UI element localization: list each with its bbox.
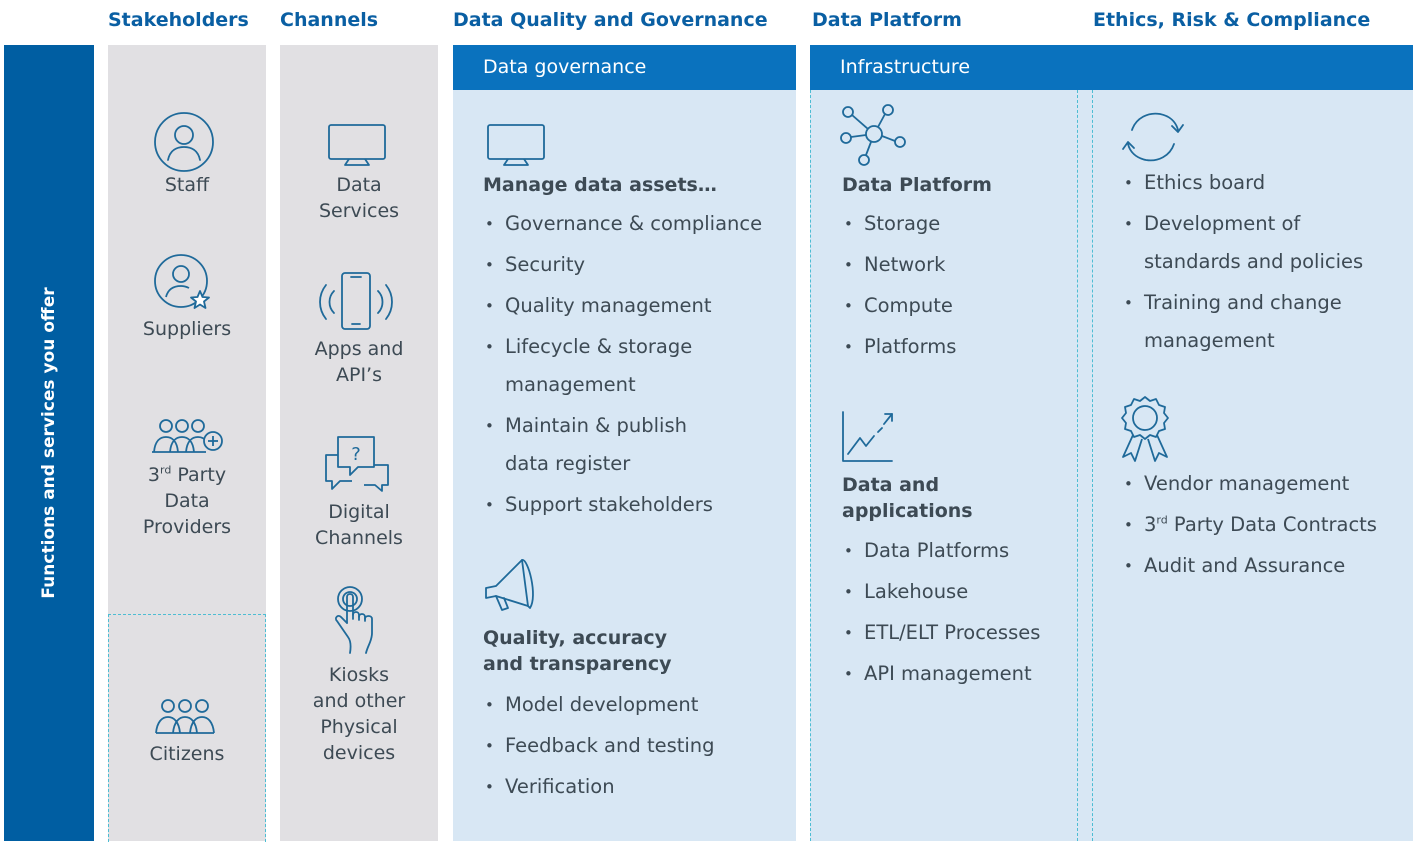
group-icon bbox=[154, 697, 216, 737]
third-party-sup: rd bbox=[159, 463, 172, 477]
third-party-line2: Data bbox=[164, 490, 210, 512]
bar-data-governance: Data governance bbox=[453, 45, 796, 90]
list-item: Training and change bbox=[1122, 284, 1363, 322]
list-item: Vendor management bbox=[1122, 465, 1377, 503]
ethics-list-2: Vendor management 3rd Party Data Contrac… bbox=[1122, 465, 1377, 585]
group-add-icon bbox=[150, 412, 226, 458]
kiosks-line3: Physical bbox=[320, 716, 398, 738]
platform-section1-title: Data Platform bbox=[842, 174, 992, 196]
header-data-quality: Data Quality and Governance bbox=[453, 9, 768, 31]
header-channels: Channels bbox=[280, 9, 379, 31]
third-party-word: Party bbox=[177, 464, 227, 486]
platform-list-2: Data Platforms Lakehouse ETL/ELT Process… bbox=[842, 532, 1040, 693]
platform-left-divider bbox=[810, 90, 811, 841]
governance-section2-title: Quality, accuracy and transparency bbox=[483, 625, 672, 677]
list-item: Governance & compliance bbox=[483, 205, 762, 243]
kiosks-line2: and other bbox=[312, 690, 406, 712]
channel-apps: Apps and API’s bbox=[280, 336, 438, 388]
third-party-line3: Providers bbox=[142, 516, 232, 538]
stakeholders-column bbox=[108, 45, 266, 841]
list-item-continuation: management bbox=[1144, 329, 1275, 352]
list-item: Platforms bbox=[842, 328, 956, 366]
user-circle-icon bbox=[152, 110, 216, 174]
cycle-arrows-icon bbox=[1120, 108, 1186, 166]
bar-infrastructure: Infrastructure bbox=[810, 45, 1413, 90]
list-item: Compute bbox=[842, 287, 956, 325]
list-item: Lakehouse bbox=[842, 573, 1040, 611]
list-item: Quality management bbox=[483, 287, 762, 325]
ethics-list-1: Ethics board Development of standards an… bbox=[1122, 164, 1363, 360]
data-services-line2: Services bbox=[318, 200, 400, 222]
digital-line2: Channels bbox=[315, 527, 403, 549]
chat-question-icon: ? bbox=[322, 435, 390, 495]
list-item-continuation: management bbox=[505, 373, 636, 396]
list-item-continuation: standards and policies bbox=[1144, 250, 1364, 273]
list-item-continuation: data register bbox=[505, 452, 631, 475]
list-item: Security bbox=[483, 246, 762, 284]
stakeholder-staff: Staff bbox=[164, 174, 210, 196]
channel-kiosks: Kiosks and other Physical devices bbox=[280, 662, 438, 766]
list-item: Maintain & publish bbox=[483, 407, 762, 445]
stakeholder-suppliers: Suppliers bbox=[142, 318, 232, 340]
channel-digital: Digital Channels bbox=[280, 499, 438, 551]
kiosks-line1: Kiosks bbox=[328, 664, 390, 686]
kiosks-line4: devices bbox=[322, 742, 396, 764]
governance-section1-title: Manage data assets… bbox=[483, 174, 717, 196]
digital-line1: Digital bbox=[328, 501, 390, 523]
monitor-icon bbox=[486, 123, 546, 167]
header-stakeholders: Stakeholders bbox=[108, 9, 249, 31]
smartphone-icon bbox=[318, 271, 394, 333]
platform-section2-line1: Data and bbox=[842, 474, 940, 496]
megaphone-icon bbox=[482, 556, 544, 612]
contracts-rest: Party Data Contracts bbox=[1167, 513, 1377, 536]
user-star-icon bbox=[154, 253, 214, 313]
list-item: Verification bbox=[483, 768, 715, 806]
functions-sidebar: Functions and services you offer bbox=[4, 45, 94, 841]
header-data-platform: Data Platform bbox=[812, 9, 962, 31]
list-item: Feedback and testing bbox=[483, 727, 715, 765]
touch-hand-icon bbox=[332, 585, 380, 655]
list-item: Development of bbox=[1122, 205, 1363, 243]
section2-title-line1: Quality, accuracy bbox=[483, 627, 668, 649]
platform-section2-line2: applications bbox=[842, 500, 973, 522]
list-item: Storage bbox=[842, 205, 956, 243]
network-icon bbox=[840, 104, 906, 166]
growth-chart-icon bbox=[840, 410, 896, 464]
stakeholder-third-party: 3rd Party Data Providers bbox=[108, 462, 266, 540]
list-item: Lifecycle & storage bbox=[483, 328, 762, 366]
ethics-left-divider bbox=[1092, 90, 1093, 841]
platform-list-1: Storage Network Compute Platforms bbox=[842, 205, 956, 366]
citizens-box bbox=[108, 614, 266, 842]
apps-line1: Apps and bbox=[314, 338, 404, 360]
award-ribbon-icon bbox=[1118, 395, 1172, 463]
platform-ethics-divider bbox=[1077, 90, 1078, 841]
list-item: Ethics board bbox=[1122, 164, 1363, 202]
list-item: Network bbox=[842, 246, 956, 284]
question-mark: ? bbox=[351, 444, 361, 465]
monitor-icon bbox=[327, 123, 387, 167]
list-item: API management bbox=[842, 655, 1040, 693]
governance-list-1: Governance & compliance Security Quality… bbox=[483, 205, 762, 524]
channel-data-services: Data Services bbox=[280, 172, 438, 224]
list-item: Model development bbox=[483, 686, 715, 724]
list-item: ETL/ELT Processes bbox=[842, 614, 1040, 652]
sidebar-label: Functions and services you offer bbox=[39, 287, 59, 599]
governance-list-2: Model development Feedback and testing V… bbox=[483, 686, 715, 806]
list-item: Audit and Assurance bbox=[1122, 547, 1377, 585]
list-item: 3rd Party Data Contracts bbox=[1122, 506, 1377, 544]
contracts-number: 3 bbox=[1144, 513, 1157, 536]
section2-title-line2: and transparency bbox=[483, 653, 672, 675]
header-ethics: Ethics, Risk & Compliance bbox=[1093, 9, 1371, 31]
list-item: Data Platforms bbox=[842, 532, 1040, 570]
data-services-line1: Data bbox=[336, 174, 382, 196]
stakeholder-citizens: Citizens bbox=[149, 743, 225, 765]
contracts-sup: rd bbox=[1156, 513, 1168, 527]
platform-section2-title: Data and applications bbox=[842, 472, 973, 524]
third-party-number: 3 bbox=[147, 464, 160, 486]
apps-line2: API’s bbox=[336, 364, 382, 386]
list-item: Support stakeholders bbox=[483, 486, 762, 524]
